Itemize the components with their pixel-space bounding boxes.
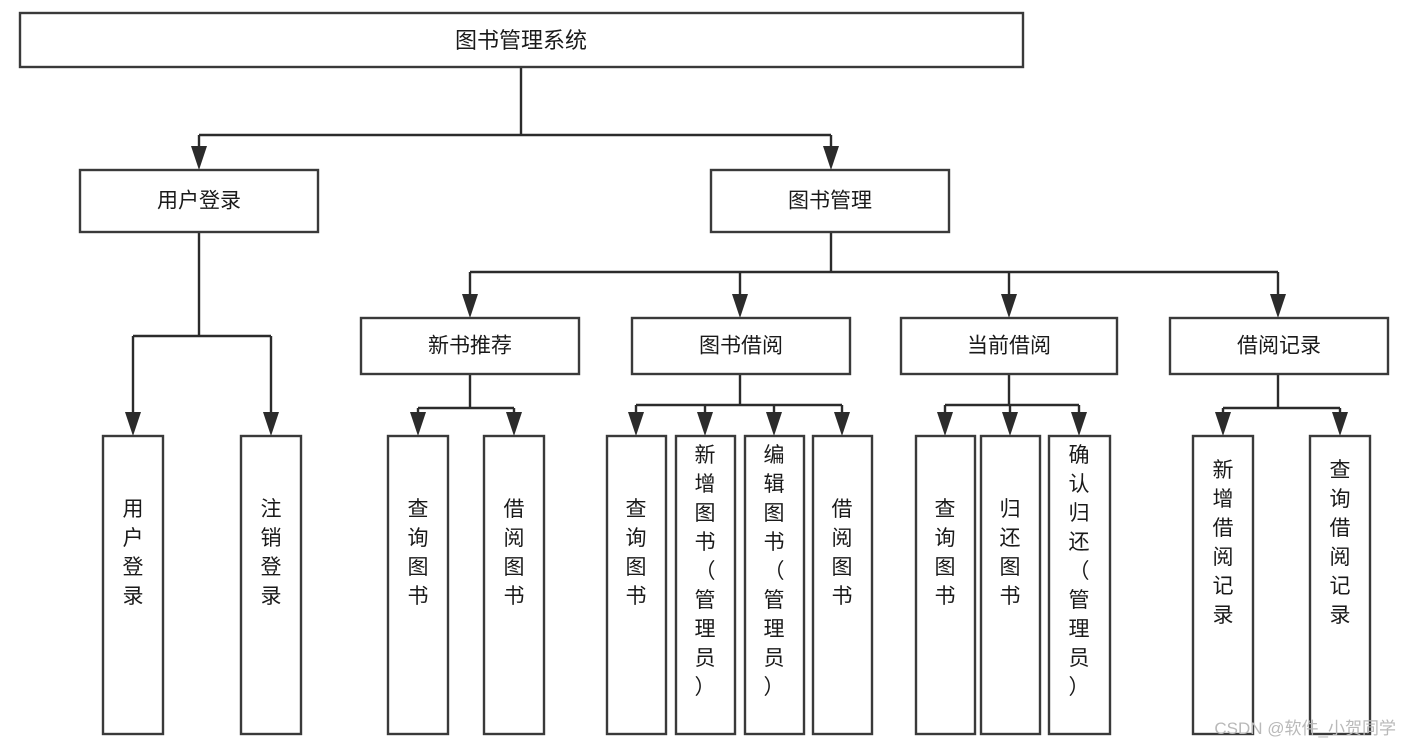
leaf-return-book-label: 归还图书	[1000, 498, 1021, 608]
arrowhead-query-book-1	[410, 412, 426, 436]
node-user-login[interactable]: 用户登录	[78, 168, 320, 234]
node-book-manage[interactable]: 图书管理	[709, 168, 951, 234]
leaf-return-book[interactable]: 归还图书	[979, 434, 1042, 736]
leaf-query-book-2[interactable]: 查询图书	[605, 434, 668, 736]
leaf-query-book-3-box[interactable]	[914, 434, 977, 736]
arrowhead-add-book	[697, 412, 713, 436]
arrowhead-leaf-user-logout	[263, 412, 279, 436]
leaf-user-logout-box[interactable]	[239, 434, 303, 736]
arrowhead-query-book-2	[628, 412, 644, 436]
node-new-book-recommend-box[interactable]	[359, 316, 581, 376]
leaf-query-record-box[interactable]	[1308, 434, 1372, 736]
node-root-box[interactable]	[18, 11, 1025, 69]
connector-layer	[125, 67, 1348, 436]
arrowhead-new-book-recommend	[462, 294, 478, 318]
node-current-borrow[interactable]: 当前借阅	[899, 316, 1119, 376]
node-user-login-box[interactable]	[78, 168, 320, 234]
leaf-edit-book-box[interactable]	[743, 434, 806, 736]
arrowhead-book-borrow	[732, 294, 748, 318]
leaf-query-record[interactable]: 查询借阅记录	[1308, 434, 1372, 736]
watermark-label: CSDN @软件_小贺同学	[1214, 719, 1396, 738]
leaf-add-record[interactable]: 新增借阅记录	[1191, 434, 1255, 736]
node-book-borrow-box[interactable]	[630, 316, 852, 376]
arrowhead-leaf-user-login	[125, 412, 141, 436]
leaf-user-logout[interactable]: 注销登录	[239, 434, 303, 736]
leaf-edit-book[interactable]: 编辑图书（管理员）	[743, 434, 806, 736]
leaf-query-book-2-label: 查询图书	[626, 498, 647, 608]
node-new-book-recommend[interactable]: 新书推荐	[359, 316, 581, 376]
node-current-borrow-box[interactable]	[899, 316, 1119, 376]
node-user-login-label: 用户登录	[157, 190, 241, 213]
leaf-query-book-2-box[interactable]	[605, 434, 668, 736]
node-current-borrow-label: 当前借阅	[967, 335, 1051, 358]
arrowhead-borrow-record	[1270, 294, 1286, 318]
leaf-query-book-1-label: 查询图书	[408, 498, 429, 608]
leaf-query-book-1[interactable]: 查询图书	[386, 434, 450, 736]
leaf-add-book-label: 新增图书（管理员）	[695, 444, 716, 699]
arrowhead-edit-book	[766, 412, 782, 436]
leaf-user-login[interactable]: 用户登录	[101, 434, 165, 736]
leaf-query-book-3[interactable]: 查询图书	[914, 434, 977, 736]
arrowhead-user-login	[191, 146, 207, 170]
leaf-user-login-label: 用户登录	[123, 498, 144, 608]
node-borrow-record-box[interactable]	[1168, 316, 1390, 376]
leaf-borrow-book-1[interactable]: 借阅图书	[482, 434, 546, 736]
node-borrow-record[interactable]: 借阅记录	[1168, 316, 1390, 376]
leaf-query-record-label: 查询借阅记录	[1330, 459, 1351, 627]
arrowhead-current-borrow	[1001, 294, 1017, 318]
node-book-manage-label: 图书管理	[788, 190, 872, 213]
node-borrow-record-label: 借阅记录	[1237, 335, 1321, 358]
arrowhead-borrow-book-1	[506, 412, 522, 436]
leaf-add-record-box[interactable]	[1191, 434, 1255, 736]
leaf-user-login-box[interactable]	[101, 434, 165, 736]
arrowhead-query-book-3	[937, 412, 953, 436]
node-book-borrow-label: 图书借阅	[699, 335, 783, 358]
arrowhead-borrow-book-2	[834, 412, 850, 436]
arrowhead-return-book	[1002, 412, 1018, 436]
leaf-add-book-box[interactable]	[674, 434, 737, 736]
leaf-borrow-book-1-label: 借阅图书	[504, 498, 525, 608]
leaf-confirm-return-box[interactable]	[1047, 434, 1112, 736]
node-root[interactable]: 图书管理系统	[18, 11, 1025, 69]
leaf-confirm-return[interactable]: 确认归还（管理员）	[1047, 434, 1112, 736]
arrowhead-confirm-return	[1071, 412, 1087, 436]
leaf-edit-book-label: 编辑图书（管理员）	[764, 444, 785, 699]
leaf-borrow-book-2-box[interactable]	[811, 434, 874, 736]
node-new-book-recommend-label: 新书推荐	[428, 335, 512, 358]
arrowhead-query-record	[1332, 412, 1348, 436]
leaf-return-book-box[interactable]	[979, 434, 1042, 736]
leaf-borrow-book-2-label: 借阅图书	[832, 498, 853, 608]
leaf-query-book-1-box[interactable]	[386, 434, 450, 736]
node-book-manage-box[interactable]	[709, 168, 951, 234]
leaf-add-record-label: 新增借阅记录	[1213, 459, 1234, 627]
node-root-label: 图书管理系统	[455, 28, 587, 53]
leaf-user-logout-label: 注销登录	[261, 498, 282, 608]
leaf-confirm-return-label: 确认归还（管理员）	[1069, 444, 1090, 699]
arrowhead-add-record	[1215, 412, 1231, 436]
leaf-borrow-book-2[interactable]: 借阅图书	[811, 434, 874, 736]
leaf-add-book[interactable]: 新增图书（管理员）	[674, 434, 737, 736]
leaf-query-book-3-label: 查询图书	[935, 498, 956, 608]
leaf-borrow-book-1-box[interactable]	[482, 434, 546, 736]
node-book-borrow[interactable]: 图书借阅	[630, 316, 852, 376]
arrowhead-book-manage	[823, 146, 839, 170]
